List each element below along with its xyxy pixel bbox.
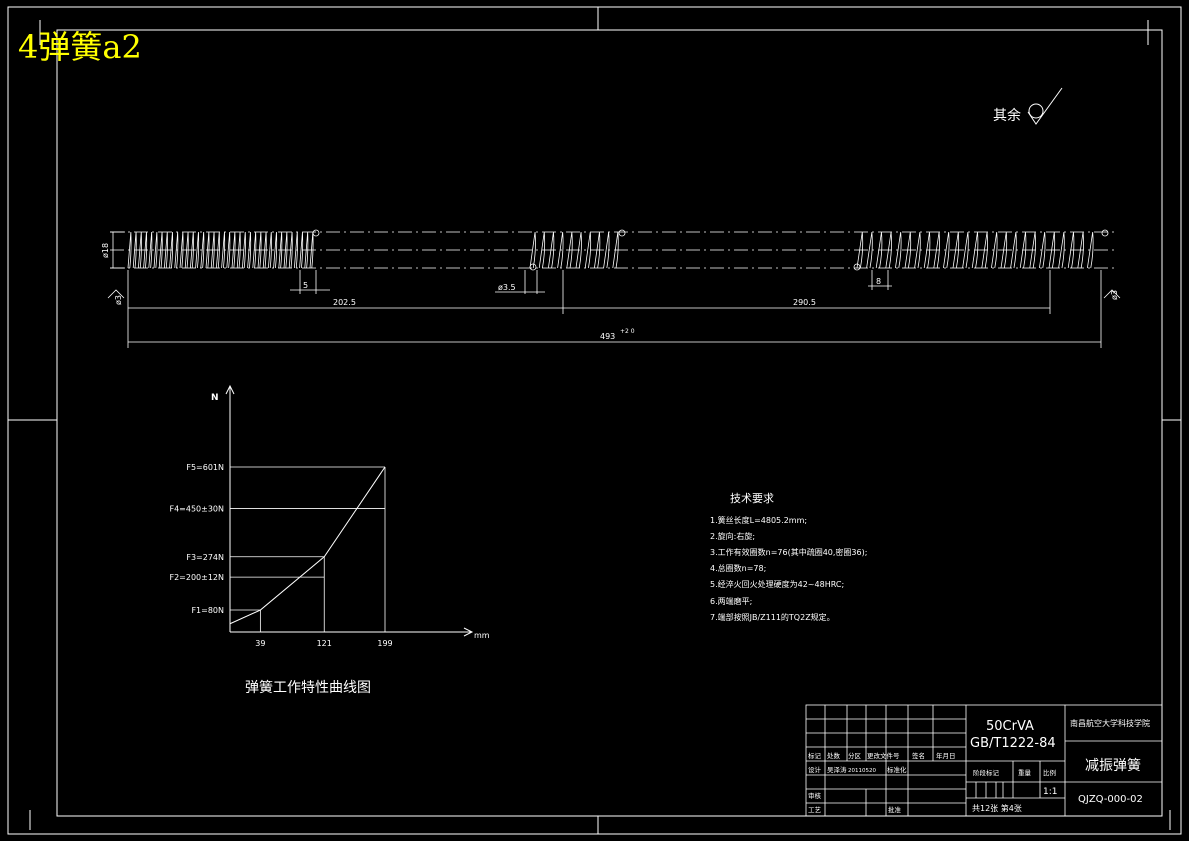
tech-heading: 技术要求 xyxy=(730,492,774,505)
tb-hdr-count: 处数 xyxy=(827,751,841,760)
tb-drawing-no: QJZQ-000-02 xyxy=(1078,794,1143,805)
y-label: F4=450±30N xyxy=(169,504,224,513)
tb-weight: 重量 xyxy=(1018,769,1032,777)
x-tick-label: 199 xyxy=(377,639,392,648)
tb-approve: 批准 xyxy=(888,805,902,814)
x-tick-label: 121 xyxy=(317,639,332,648)
dim-wire-dia: ø3.5 xyxy=(498,283,516,292)
dim-end-right: ø3 xyxy=(1110,290,1119,300)
y-label: F5=601N xyxy=(186,463,224,472)
tech-item-6: 6.两端磨平; xyxy=(710,596,752,606)
tb-design-date: 20110520 xyxy=(848,768,876,774)
dim-end-left: ø3 xyxy=(114,295,123,305)
chart-title: 弹簧工作特性曲线图 xyxy=(245,680,371,696)
dim-pitch-large: 8 xyxy=(876,277,881,286)
tb-school: 南昌航空大学科技学院 xyxy=(1070,718,1150,728)
tb-standard: GB/T1222-84 xyxy=(970,736,1056,751)
tech-item-2: 2.旋向:右旋; xyxy=(710,531,755,541)
tech-item-7: 7.端部按照JB/Z111的TQ2Z规定。 xyxy=(710,612,835,622)
tb-part-name: 减振弹簧 xyxy=(1085,758,1141,774)
inner-frame xyxy=(56,29,1163,817)
y-label: F2=200±12N xyxy=(169,573,224,582)
spring-dimensions xyxy=(107,231,1121,348)
tech-item-1: 1.簧丝长度L=4805.2mm; xyxy=(710,515,807,525)
technical-requirements: 技术要求 1.簧丝长度L=4805.2mm; 2.旋向:右旋; 3.工作有效圈数… xyxy=(710,492,867,622)
x-tick-label: 39 xyxy=(255,639,265,648)
chart-guides xyxy=(230,466,386,632)
tb-hdr-zone: 分区 xyxy=(848,751,862,760)
tb-review: 审核 xyxy=(808,791,822,800)
dim-pitch-small: 5 xyxy=(303,281,308,290)
coil-turns xyxy=(529,231,619,269)
coils-right xyxy=(856,231,1094,269)
spring-drawing xyxy=(110,229,1115,271)
chart-ylabel: N xyxy=(211,393,219,403)
centering-marks xyxy=(8,7,1181,834)
tb-design: 设计 xyxy=(808,765,822,774)
tech-item-5: 5.经淬火回火处理硬度为42~48HRC; xyxy=(710,579,844,589)
roughness-symbol: 其余 xyxy=(993,87,1063,125)
tb-scale: 1:1 xyxy=(1043,787,1057,797)
tb-hdr-mark: 标记 xyxy=(808,751,822,760)
tech-item-4: 4.总圈数n=78; xyxy=(710,563,766,573)
coils-mid xyxy=(529,231,619,269)
tb-material: 50CrVA xyxy=(986,719,1034,734)
dim-length-total: 493 xyxy=(600,332,615,341)
y-label: F3=274N xyxy=(186,553,224,562)
dim-length-right: 290.5 xyxy=(793,298,816,307)
tb-hdr-sign: 签名 xyxy=(912,751,925,760)
characteristic-chart: N mm F5=601NF4=450±30NF3=274NF2=200±12NF… xyxy=(169,384,490,696)
outer-frame xyxy=(7,6,1182,835)
y-label: F1=80N xyxy=(191,606,224,615)
coil-turns xyxy=(127,231,314,269)
coils-left xyxy=(127,231,314,269)
chart-x-ticks: 39 121 199 xyxy=(255,639,392,648)
tech-item-3: 3.工作有效圈数n=76(其中疏圈40,密圈36); xyxy=(710,547,867,557)
tb-sheets: 共12张 第4张 xyxy=(972,803,1022,813)
dim-outer-dia: ø18 xyxy=(101,243,110,258)
tb-hdr-doc: 更改文件号 xyxy=(867,751,900,760)
dim-length-total-tolerance: +2 0 xyxy=(620,328,635,335)
tb-designer: 吴泽涛 xyxy=(827,765,847,774)
dim-length-left: 202.5 xyxy=(333,298,356,307)
tb-process: 工艺 xyxy=(808,806,822,814)
drawing-title: 4弹簧a2 xyxy=(18,28,142,66)
tb-standardize: 标准化 xyxy=(887,765,907,774)
coil-turns xyxy=(856,231,1094,269)
tb-stage-mark: 阶段标记 xyxy=(973,768,1000,777)
chart-xlabel: mm xyxy=(474,631,490,640)
tb-ratio: 比例 xyxy=(1043,768,1056,777)
chart-y-labels: F5=601N F4=450±30N F3=274N F2=200±12N F1=80N xyxy=(169,463,224,615)
title-block xyxy=(805,704,1163,817)
tb-hdr-date: 年月日 xyxy=(936,751,956,760)
roughness-label: 其余 xyxy=(993,107,1021,124)
series-line xyxy=(229,466,386,625)
